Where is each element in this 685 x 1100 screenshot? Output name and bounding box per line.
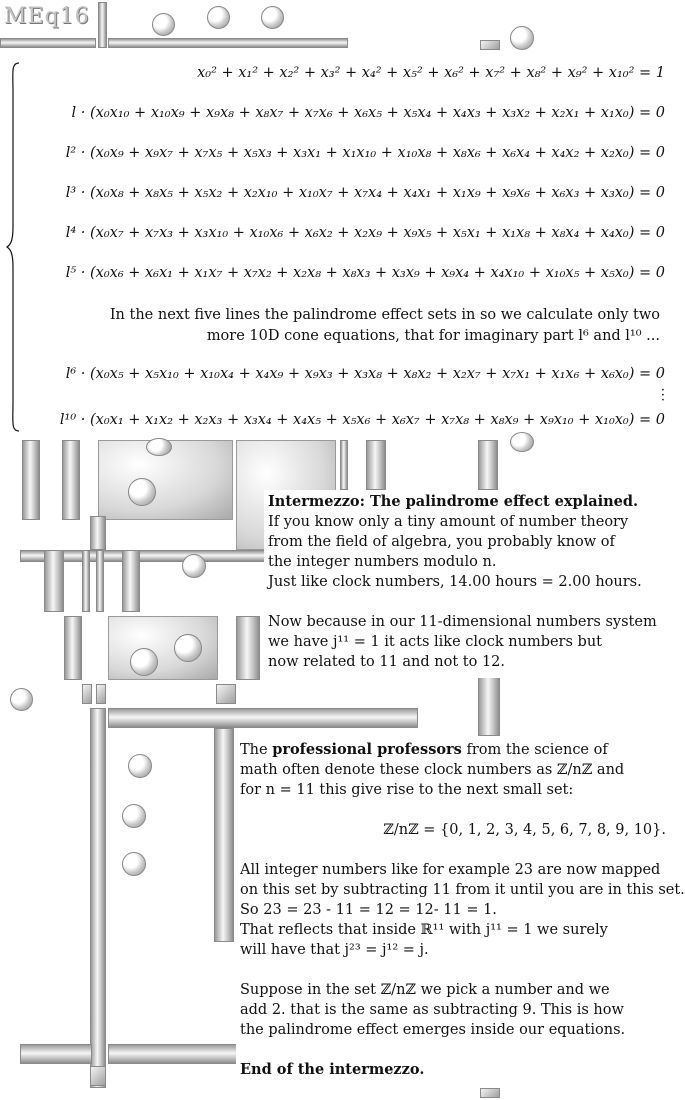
deco-bar — [44, 550, 64, 612]
intermezzo-title: Intermezzo: The palindrome effect explai… — [268, 493, 639, 510]
deco-ball — [146, 438, 172, 456]
text-span: from the science of — [461, 742, 608, 758]
deco-bar — [478, 440, 498, 490]
deco-bar — [98, 2, 107, 48]
deco-ball — [128, 754, 152, 778]
equation-row: l · (x₀x₁₀ + x₁₀x₉ + x₉x₈ + x₈x₇ + x₇x₆ … — [72, 105, 665, 121]
deco-bar — [108, 1044, 238, 1064]
vertical-dots: ··· — [660, 383, 665, 408]
equation-body: (x₀x₉ + x₉x₇ + x₇x₅ + x₅x₃ + x₃x₁ + x₁x₁… — [90, 145, 665, 161]
deco-bar — [366, 440, 386, 490]
lower-line: will have that j²³ = j¹² = j. — [240, 942, 429, 958]
deco-bar — [96, 550, 104, 612]
equation-prefix: l⁶ · — [65, 366, 86, 382]
equation-row: x₀² + x₁² + x₂² + x₃² + x₄² + x₅² + x₆² … — [197, 65, 665, 81]
intermezzo-line: now related to 11 and not to 12. — [268, 654, 506, 670]
equation-prefix: l · — [71, 105, 86, 121]
equation-system: x₀² + x₁² + x₂² + x₃² + x₄² + x₅² + x₆² … — [0, 58, 675, 438]
equation-row: l¹⁰ · (x₀x₁ + x₁x₂ + x₂x₃ + x₃x₄ + x₄x₅ … — [60, 412, 665, 428]
lower-line: math often denote these clock numbers as… — [240, 762, 625, 778]
left-brace — [5, 62, 20, 432]
deco-ball — [510, 26, 534, 50]
lower-line: So 23 = 23 - 11 = 12 = 12- 11 = 1. — [240, 902, 497, 918]
deco-block — [216, 684, 236, 704]
deco-block — [480, 1088, 500, 1098]
lower-line: for n = 11 this give rise to the next sm… — [240, 782, 574, 798]
lower-line: the palindrome effect emerges inside our… — [240, 1022, 626, 1038]
deco-bar — [90, 708, 106, 1088]
deco-bar — [122, 550, 140, 612]
deco-bar — [478, 676, 500, 736]
deco-block — [96, 684, 106, 704]
deco-bar — [214, 728, 234, 942]
deco-bar — [0, 38, 96, 48]
deco-ball — [174, 634, 202, 662]
deco-block — [82, 684, 92, 704]
palindrome-note: In the next five lines the palindrome ef… — [110, 305, 660, 347]
palindrome-note-line: more 10D cone equations, that for imagin… — [206, 328, 660, 344]
equation-prefix: l⁵ · — [65, 265, 86, 281]
deco-block — [90, 1066, 106, 1086]
deco-bar — [20, 1044, 92, 1064]
equation-body: (x₀x₈ + x₈x₅ + x₅x₂ + x₂x₁₀ + x₁₀x₇ + x₇… — [90, 185, 665, 201]
deco-ball — [182, 554, 206, 578]
deco-block — [480, 40, 500, 50]
equation-body: (x₀x₇ + x₇x₃ + x₃x₁₀ + x₁₀x₆ + x₆x₂ + x₂… — [90, 225, 665, 241]
lower-line: on this set by subtracting 11 from it un… — [240, 882, 685, 898]
set-equation: ℤ/nℤ = {0, 1, 2, 3, 4, 5, 6, 7, 8, 9, 10… — [383, 822, 666, 838]
deco-bar — [90, 516, 106, 550]
lower-text-block: The professional professors from the sci… — [236, 740, 685, 1084]
equation-row: l⁵ · (x₀x₆ + x₆x₁ + x₁x₇ + x₇x₂ + x₂x₈ +… — [66, 265, 665, 281]
equation-row: l⁴ · (x₀x₇ + x₇x₃ + x₃x₁₀ + x₁₀x₆ + x₆x₂… — [66, 225, 665, 241]
professional-professors: professional professors — [272, 741, 462, 758]
equation-body: x₀² + x₁² + x₂² + x₃² + x₄² + x₅² + x₆² … — [197, 65, 665, 81]
deco-ball — [510, 432, 534, 452]
lower-line: All integer numbers like for example 23 … — [240, 862, 661, 878]
deco-bar — [82, 550, 90, 612]
deco-ball — [207, 6, 230, 29]
lower-line: Suppose in the set ℤ/nℤ we pick a number… — [240, 982, 610, 998]
equation-row: l⁶ · (x₀x₅ + x₅x₁₀ + x₁₀x₄ + x₄x₉ + x₉x₃… — [66, 366, 665, 382]
equation-prefix: l¹⁰ · — [59, 412, 86, 428]
deco-ball — [130, 648, 158, 676]
deco-ball — [261, 6, 284, 29]
deco-ball — [10, 688, 33, 711]
deco-ball — [152, 13, 175, 36]
equation-prefix: l⁴ · — [65, 225, 86, 241]
intermezzo-line: the integer numbers modulo n. — [268, 554, 497, 570]
equation-body: (x₀x₁ + x₁x₂ + x₂x₃ + x₃x₄ + x₄x₅ + x₅x₆… — [90, 412, 665, 428]
deco-bar — [62, 440, 80, 520]
equation-row: l² · (x₀x₉ + x₉x₇ + x₇x₅ + x₅x₃ + x₃x₁ +… — [66, 145, 665, 161]
intermezzo-line: from the field of algebra, you probably … — [268, 534, 615, 550]
deco-ball — [122, 852, 146, 876]
equation-prefix: l³ · — [65, 185, 86, 201]
deco-ball — [122, 804, 146, 828]
intermezzo-line: Just like clock numbers, 14.00 hours = 2… — [268, 574, 642, 590]
intermezzo-end: End of the intermezzo. — [240, 1061, 425, 1078]
equation-row: l³ · (x₀x₈ + x₈x₅ + x₅x₂ + x₂x₁₀ + x₁₀x₇… — [66, 185, 665, 201]
equation-prefix: l² · — [65, 145, 86, 161]
deco-bar — [340, 440, 348, 490]
lower-line: That reflects that inside ℝ¹¹ with j¹¹ =… — [240, 922, 608, 938]
equation-body: (x₀x₅ + x₅x₁₀ + x₁₀x₄ + x₄x₉ + x₉x₃ + x₃… — [90, 366, 665, 382]
intermezzo-line: Now because in our 11-dimensional number… — [268, 614, 657, 630]
intermezzo-line: we have j¹¹ = 1 it acts like clock numbe… — [268, 634, 602, 650]
intermezzo-box: Intermezzo: The palindrome effect explai… — [264, 490, 658, 678]
deco-ball — [128, 478, 156, 506]
deco-bar — [64, 616, 82, 680]
text-span: The — [240, 742, 273, 758]
deco-bar — [236, 616, 260, 680]
palindrome-note-line: In the next five lines the palindrome ef… — [109, 307, 660, 323]
deco-bar — [108, 708, 418, 728]
deco-bar — [108, 38, 348, 48]
logo: MEq16 — [4, 4, 90, 29]
intermezzo-line: If you know only a tiny amount of number… — [268, 514, 629, 530]
lower-line: add 2. that is the same as subtracting 9… — [240, 1002, 624, 1018]
lower-line: The professional professors from the sci… — [240, 740, 676, 760]
equation-body: (x₀x₁₀ + x₁₀x₉ + x₉x₈ + x₈x₇ + x₇x₆ + x₆… — [90, 105, 665, 121]
deco-bar — [22, 440, 40, 520]
equation-body: (x₀x₆ + x₆x₁ + x₁x₇ + x₇x₂ + x₂x₈ + x₈x₃… — [90, 265, 665, 281]
